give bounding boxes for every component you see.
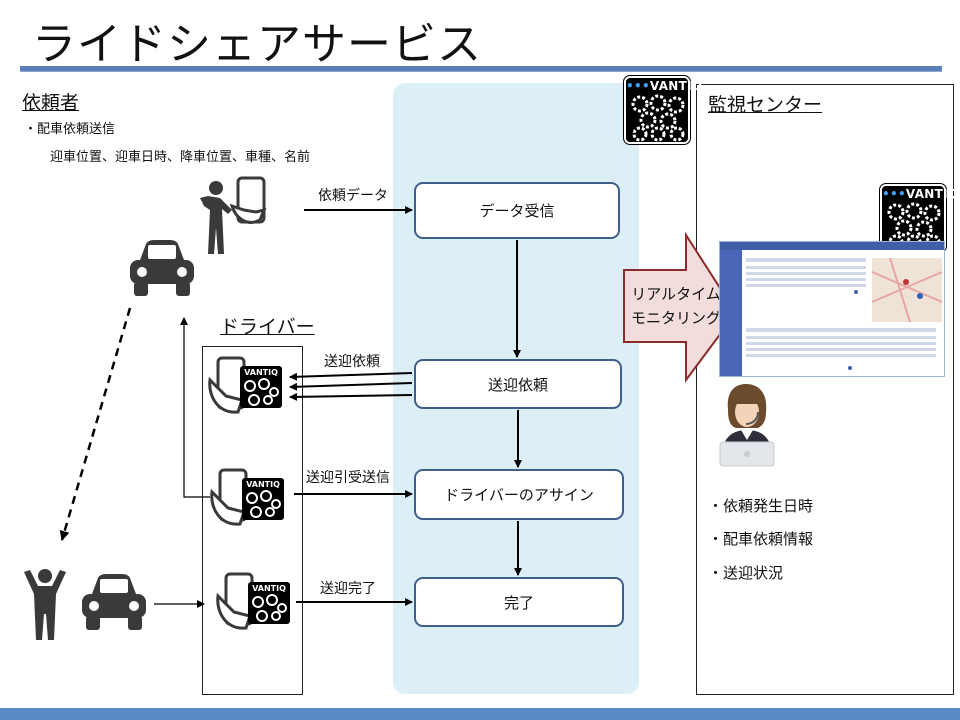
arrow-label-request-data: 依頼データ bbox=[318, 188, 388, 204]
center-bullet-dispatch-info: ・配車依頼情報 bbox=[708, 530, 814, 548]
operator-headset-icon bbox=[719, 384, 775, 467]
person-with-phone-icon bbox=[200, 176, 267, 254]
svg-text:VANTIQ: VANTIQ bbox=[246, 480, 280, 489]
svg-text:VANTIQ: VANTIQ bbox=[244, 368, 278, 377]
dashboard-screen-icon bbox=[719, 241, 945, 377]
arrow-car-travel bbox=[59, 307, 132, 541]
arrow-pickup-request-1 bbox=[289, 372, 413, 381]
vantiq-logo-text: •••VANTIQ bbox=[626, 79, 703, 93]
flow-step-data-receive: データ受信 bbox=[414, 182, 620, 239]
monitoring-arrow bbox=[623, 231, 738, 384]
center-heading: 監視センター bbox=[708, 94, 823, 116]
svg-text:VANTIQ: VANTIQ bbox=[252, 584, 286, 593]
monitoring-label: リアルタイム モニタリング bbox=[624, 282, 728, 330]
car-icon bbox=[82, 574, 146, 630]
arrow-label-pickup-accept: 送迎引受送信 bbox=[306, 470, 390, 486]
phone-vantiq-icon: VANTIQ bbox=[216, 572, 290, 630]
arrow-label-pickup-request: 送迎依頼 bbox=[324, 354, 380, 370]
requester-bullet: ・配車依頼送信 bbox=[24, 122, 116, 137]
vantiq-logo: •••VANTIQ bbox=[623, 75, 703, 145]
phone-vantiq-icon: VANTIQ bbox=[208, 356, 282, 414]
flow-step-pickup-request: 送迎依頼 bbox=[414, 359, 622, 409]
gears-icon bbox=[631, 94, 685, 142]
arrow-label-pickup-done: 送迎完了 bbox=[320, 581, 376, 597]
footer-bar bbox=[0, 708, 960, 720]
flow-step-complete: 完了 bbox=[414, 577, 624, 627]
center-bullet-pickup-status: ・送迎状況 bbox=[708, 564, 784, 582]
monitoring-label-line1: リアルタイム bbox=[631, 285, 721, 303]
monitoring-label-line2: モニタリング bbox=[630, 309, 721, 327]
arrow-pickup-request-2 bbox=[289, 382, 413, 391]
page-title: ライドシェアサービス bbox=[32, 19, 482, 70]
arrow-pickup-request-3 bbox=[289, 392, 413, 401]
person-arms-up-icon bbox=[24, 569, 66, 640]
car-icon bbox=[130, 240, 194, 296]
requester-detail: 迎車位置、迎車日時、降車位置、車種、名前 bbox=[50, 150, 311, 165]
flow-step-driver-assign: ドライバーのアサイン bbox=[414, 469, 624, 520]
arrow-driver-to-requester bbox=[180, 317, 210, 498]
center-bullet-request-time: ・依頼発生日時 bbox=[708, 497, 814, 515]
phone-vantiq-icon: VANTIQ bbox=[210, 468, 284, 526]
requester-heading: 依頼者 bbox=[22, 92, 80, 114]
title-underline-bar bbox=[20, 66, 942, 72]
vantiq-logo-text: •••VANTIQ bbox=[882, 187, 959, 201]
driver-heading: ドライバー bbox=[220, 316, 315, 338]
